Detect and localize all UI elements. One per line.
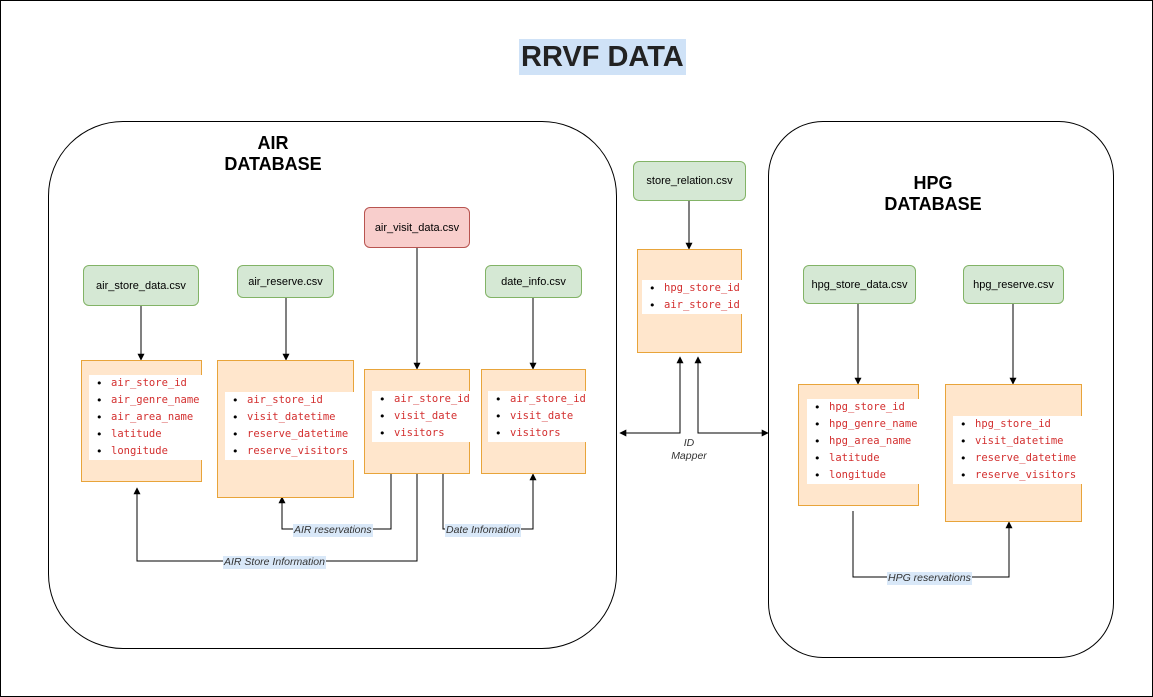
page-title: RRVF DATA [519,39,686,75]
air-reserve-file: air_reserve.csv [237,265,334,298]
field-item: air_store_id [372,391,476,408]
field-item: visit_datetime [225,409,354,426]
field-item: visit_date [488,408,592,425]
date-info-fields-box: air_store_idvisit_datevisitors [481,369,592,474]
hpg-database-container [768,121,1114,658]
field-item: visit_datetime [953,433,1082,450]
field-item: air_genre_name [89,392,206,409]
field-item: hpg_store_id [807,399,924,416]
field-item: reserve_visitors [953,467,1082,484]
field-item: reserve_datetime [225,426,354,443]
air-store-data-file: air_store_data.csv [83,265,199,306]
air-visit-fields-box: air_store_idvisit_datevisitors [364,369,476,474]
field-item: air_store_id [89,375,206,392]
hpg-reservations-label: HPG reservations [887,572,972,585]
hpg-reserve-field-list: hpg_store_idvisit_datetimereserve_dateti… [953,416,1083,484]
air-reserve-fields-box: air_store_idvisit_datetimereserve_dateti… [217,360,355,498]
hpg-database-title: HPG DATABASE [884,173,982,214]
edge-id-mapper-right [694,356,769,437]
date-info-file: date_info.csv [485,265,582,298]
field-item: visitors [372,425,476,442]
field-item: longitude [807,467,924,484]
hpg-reserve-file: hpg_reserve.csv [963,265,1064,304]
air-store-information-label: AIR Store Information [223,556,326,569]
field-item: latitude [89,426,206,443]
air-database-container [48,121,617,649]
air-visit-field-list: air_store_idvisit_datevisitors [372,391,476,442]
air-store-fields-box: air_store_idair_genre_nameair_area_namel… [81,360,206,482]
field-item: hpg_genre_name [807,416,924,433]
air-reserve-field-list: air_store_idvisit_datetimereserve_dateti… [225,392,355,460]
field-item: reserve_visitors [225,443,354,460]
field-item: longitude [89,443,206,460]
air-visit-data-file: air_visit_data.csv [364,207,470,248]
id-mapper-label: ID Mapper [671,437,707,462]
field-item: air_store_id [642,297,746,314]
field-item: hpg_store_id [642,280,746,297]
air-store-field-list: air_store_idair_genre_nameair_area_namel… [89,375,206,460]
edge-id-mapper-left [619,356,684,437]
field-item: reserve_datetime [953,450,1082,467]
air-database-title: AIR DATABASE [224,133,322,174]
hpg-store-fields-box: hpg_store_idhpg_genre_namehpg_area_namel… [798,384,924,506]
field-item: visit_date [372,408,476,425]
field-item: air_area_name [89,409,206,426]
date-information-label: Date Infomation [445,524,522,537]
field-item: visitors [488,425,592,442]
store-relation-file: store_relation.csv [633,161,746,201]
field-item: air_store_id [488,391,592,408]
hpg-store-field-list: hpg_store_idhpg_genre_namehpg_area_namel… [807,399,924,484]
field-item: hpg_area_name [807,433,924,450]
store-relation-field-list: hpg_store_idair_store_id [642,280,746,314]
store-relation-fields-box: hpg_store_idair_store_id [637,249,746,353]
field-item: latitude [807,450,924,467]
field-item: air_store_id [225,392,354,409]
date-info-field-list: air_store_idvisit_datevisitors [488,391,592,442]
field-item: hpg_store_id [953,416,1082,433]
hpg-reserve-fields-box: hpg_store_idvisit_datetimereserve_dateti… [945,384,1083,522]
hpg-store-data-file: hpg_store_data.csv [803,265,916,304]
air-reservations-label: AIR reservations [293,524,373,537]
